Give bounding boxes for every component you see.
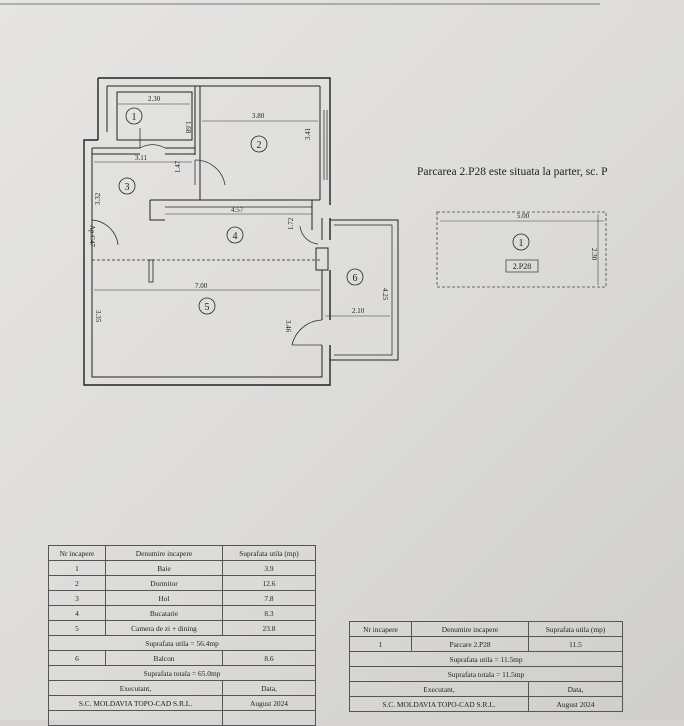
dim-left-lower: 3.35 (94, 310, 102, 323)
dim-hol-height: 1.47 (174, 160, 182, 173)
parking-room-number: 1 (519, 238, 524, 249)
dim-dormitor-height: 3.41 (304, 127, 312, 140)
suprafata-utila: Suprafata utila = 56.4mp (48, 635, 316, 651)
cell-area: 3.9 (222, 560, 316, 576)
dim-living-width: 7.00 (195, 282, 208, 290)
cell-nr: 6 (48, 650, 106, 666)
empty-row (48, 710, 316, 726)
subtotal-row: Suprafata utila = 56.4mp (48, 635, 316, 651)
signature-label-row: Executant,Data, (349, 681, 623, 697)
dimension-labels: 2.30 1.68 3.80 3.41 3.11 1.47 3.32 Ap.C4… (88, 95, 389, 333)
cell-name: Bucatarie (105, 605, 223, 621)
room-number-5: 5 (205, 302, 210, 313)
executant-label: Executant, (48, 680, 223, 696)
parking-note: Parcarea 2.P28 este situata la parter, s… (417, 166, 608, 178)
header-nr: Nr incapere (48, 545, 106, 561)
dim-bucatarie-width: 4.57 (231, 206, 244, 214)
total-row: Suprafata totala = 65.0mp (48, 665, 316, 681)
walls (83, 77, 399, 386)
header-denumire: Denumire incapere (411, 621, 529, 637)
cell-name: Parcare 2.P28 (411, 636, 529, 652)
subtotal-row: Suprafata utila = 11.5mp (349, 651, 623, 667)
empty-cell (48, 710, 223, 726)
date-label: Data, (222, 680, 316, 696)
executant-label: Executant, (349, 681, 529, 697)
room-number-6: 6 (353, 273, 358, 284)
signature-row: S.C. MOLDAVIA TOPO-CAD S.R.L.August 2024 (349, 696, 623, 712)
parking-label: 2.P28 (513, 262, 531, 271)
table-header-row: Nr incapere Denumire incapere Suprafata … (349, 621, 623, 637)
cell-area: 12.6 (222, 575, 316, 591)
dim-left-upper: 3.32 (94, 192, 102, 205)
parking-width: 5.00 (517, 212, 530, 220)
cell-name: Baie (105, 560, 223, 576)
room-markers (118, 107, 364, 315)
dim-bucatarie-height: 1.72 (287, 217, 295, 230)
cell-nr: 2 (48, 575, 106, 591)
date-label: Data, (528, 681, 623, 697)
door-swings (91, 128, 323, 346)
cell-nr: 3 (48, 590, 106, 606)
cell-name: Dormitor (105, 575, 223, 591)
cell-nr: 1 (48, 560, 106, 576)
cell-nr: 5 (48, 620, 106, 636)
dimension-lines (94, 103, 390, 317)
parking-spot: 5.00 2.30 1 2.P28 (436, 211, 607, 288)
header-nr: Nr incapere (349, 621, 412, 637)
room-number-4: 4 (233, 231, 238, 242)
empty-cell (222, 710, 316, 726)
document-date: August 2024 (222, 695, 316, 711)
header-suprafata: Suprafata utila (mp) (528, 621, 623, 637)
signature-label-row: Executant,Data, (48, 680, 316, 696)
cell-nr: 1 (349, 636, 412, 652)
room-number-1: 1 (132, 112, 137, 123)
cell-name: Hol (105, 590, 223, 606)
parking-area-table: Nr incapere Denumire incapere Suprafata … (349, 621, 623, 712)
company-name: S.C. MOLDAVIA TOPO-CAD S.R.L. (48, 695, 223, 711)
cell-name: Balcon (105, 650, 223, 666)
dim-balcon-height: 4.25 (381, 288, 389, 301)
cell-area: 7.8 (222, 590, 316, 606)
suprafata-totala: Suprafata totala = 11.5mp (349, 666, 623, 682)
cell-nr: 4 (48, 605, 106, 621)
dim-dormitor-width: 3.80 (252, 112, 265, 120)
cell-area: 8.6 (222, 650, 316, 666)
dim-hol-width: 3.11 (135, 154, 147, 162)
company-name: S.C. MOLDAVIA TOPO-CAD S.R.L. (349, 696, 529, 712)
header-denumire: Denumire incapere (105, 545, 223, 561)
dim-baie-width: 2.30 (148, 95, 161, 103)
cell-area: 23.8 (222, 620, 316, 636)
apartment-label: Ap.C47 (88, 225, 96, 247)
suprafata-utila: Suprafata utila = 11.5mp (349, 651, 623, 667)
dim-baie-height: 1.68 (184, 121, 192, 134)
cell-name: Camera de zi + dining (105, 620, 223, 636)
table-header-row: Nr incapere Denumire incapere Suprafata … (48, 545, 316, 561)
cell-area: 8.3 (222, 605, 316, 621)
total-row: Suprafata totala = 11.5mp (349, 666, 623, 682)
document-date: August 2024 (528, 696, 623, 712)
cell-area: 11.5 (528, 636, 623, 652)
parking-height: 2.30 (590, 248, 598, 261)
header-suprafata: Suprafata utila (mp) (222, 545, 316, 561)
dim-balcon-width: 2.10 (352, 307, 365, 315)
dim-living-height: 3.46 (284, 320, 292, 333)
signature-row: S.C. MOLDAVIA TOPO-CAD S.R.L.August 2024 (48, 695, 316, 711)
room-number-3: 3 (125, 182, 130, 193)
suprafata-totala: Suprafata totala = 65.0mp (48, 665, 316, 681)
apartment-area-table: Nr incapere Denumire incapere Suprafata … (48, 545, 316, 726)
room-number-2: 2 (257, 140, 262, 151)
